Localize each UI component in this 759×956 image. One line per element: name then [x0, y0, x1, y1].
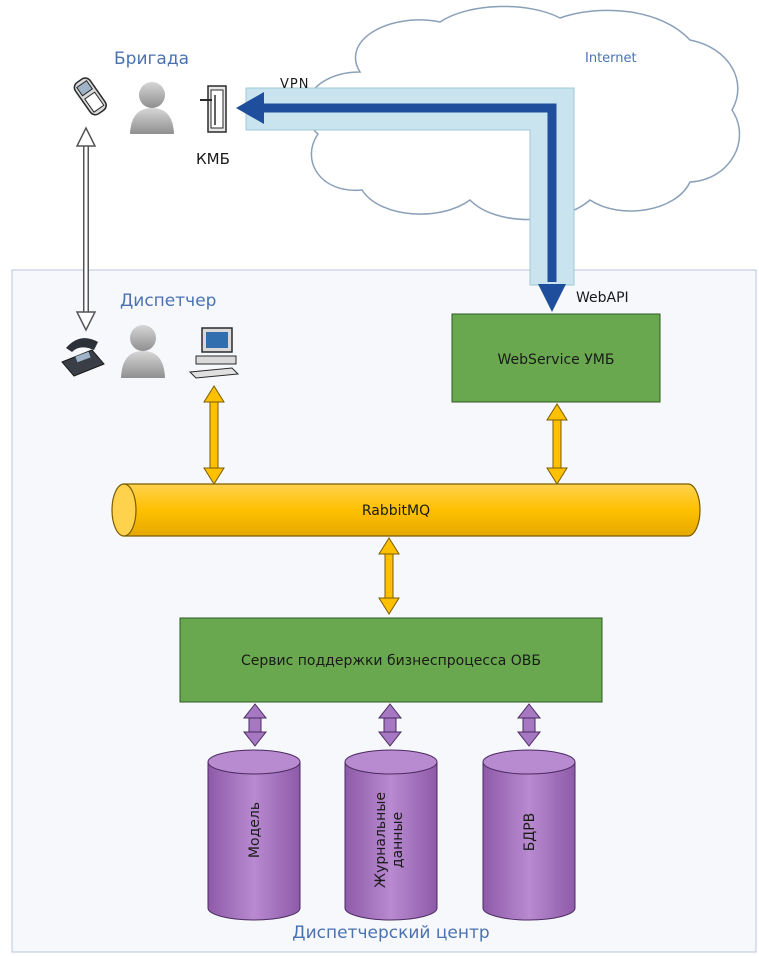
journal-database	[344, 749, 438, 921]
dispatcher-person-icon	[121, 325, 165, 378]
journal-arrow	[377, 703, 403, 747]
workstation-icon	[188, 327, 240, 379]
brigade-person-icon	[130, 82, 174, 134]
webservice-bus-arrow	[546, 403, 568, 485]
brigade-label: Бригада	[114, 49, 189, 69]
internet-label: Internet	[585, 51, 637, 66]
webservice-box	[451, 313, 661, 403]
dispatch-center-label: Диспетчерский центр	[292, 923, 489, 943]
bus-business-arrow	[378, 537, 400, 615]
workstation-bus-arrow	[203, 385, 225, 485]
bdrv-arrow	[516, 703, 542, 747]
model-db-label: Модель	[247, 802, 263, 858]
journal-db-label-line1: Журнальные	[373, 792, 389, 888]
business-service-box	[179, 617, 603, 703]
bdrv-database	[482, 749, 576, 921]
journal-db-label-line2: данные	[390, 812, 406, 868]
kmb-device-icon	[200, 85, 227, 133]
phone-link-arrow	[75, 126, 97, 332]
rabbitmq-bus	[111, 483, 701, 537]
desk-phone-icon	[61, 338, 105, 377]
rabbitmq-label: RabbitMQ	[362, 503, 430, 519]
webapi-label: WebAPI	[576, 290, 629, 306]
dispatcher-label: Диспетчер	[120, 291, 216, 311]
kmb-label: КМБ	[196, 150, 230, 168]
vpn-label: VPN	[280, 77, 309, 92]
vpn-arrow	[236, 92, 566, 312]
model-database	[207, 749, 301, 921]
webservice-label: WebService УМБ	[498, 352, 615, 368]
bdrv-db-label: БДРВ	[522, 813, 538, 852]
mobile-phone-icon	[73, 77, 107, 116]
business-service-label: Сервис поддержки бизнеспроцесса ОВБ	[241, 653, 541, 669]
model-arrow	[242, 703, 268, 747]
